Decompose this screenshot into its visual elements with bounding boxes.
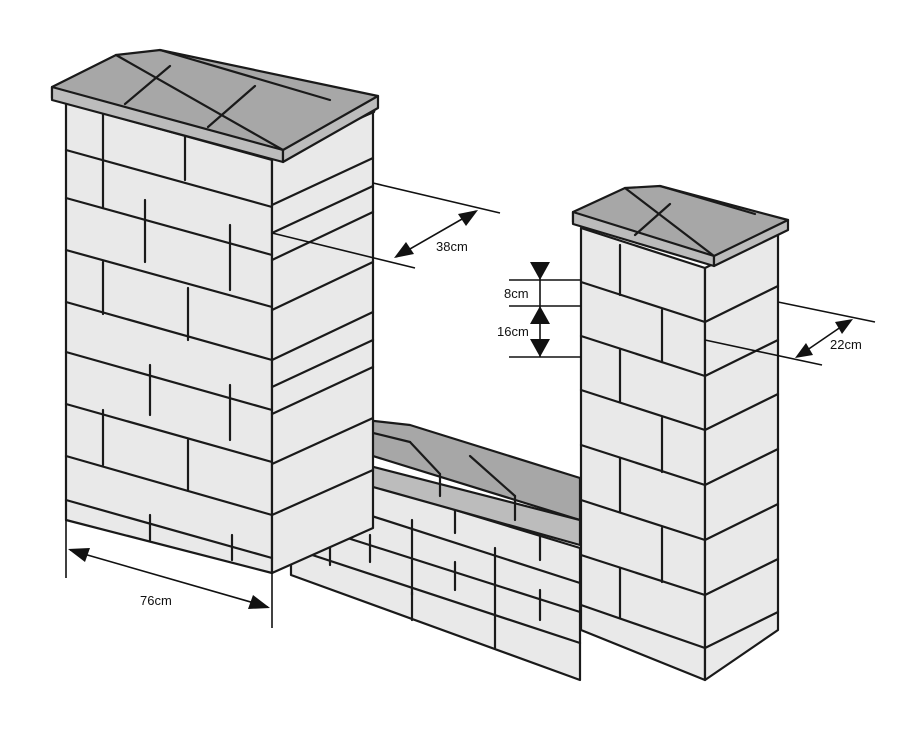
arrowhead — [394, 242, 414, 258]
small-pillar-cap — [571, 184, 790, 268]
large-pillar — [50, 48, 380, 575]
arrowhead — [835, 319, 853, 334]
large-pillar-cap-side — [281, 94, 380, 164]
dimension-width: 76cm — [65, 520, 273, 628]
arrowhead — [530, 262, 550, 280]
dimension-depth-small: 22cm — [704, 301, 876, 366]
large-pillar-side-joints — [270, 156, 375, 517]
dimension-depth-large: 38cm — [271, 182, 501, 269]
arrowhead — [68, 548, 90, 562]
dimension-heights: 8cm 16cm — [497, 262, 581, 358]
arrowhead — [530, 339, 550, 357]
cap-height-label: 8cm — [504, 286, 529, 301]
small-pillar-side-joints — [703, 284, 780, 650]
arrowhead — [530, 306, 550, 324]
small-pillar-front-joints — [579, 243, 707, 650]
arrowhead — [458, 210, 478, 226]
large-pillar-front-face — [64, 101, 274, 575]
large-pillar-front-joints — [64, 108, 274, 562]
small-pillar-side-face — [703, 230, 780, 682]
large-pillar-cap — [50, 48, 380, 164]
width-label: 76cm — [140, 593, 172, 608]
depth-large-label: 38cm — [436, 239, 468, 254]
depth-small-label: 22cm — [830, 337, 862, 352]
arrowhead — [248, 595, 270, 609]
arrowhead — [795, 343, 813, 358]
block-height-label: 16cm — [497, 324, 529, 339]
small-pillar — [571, 184, 790, 682]
small-pillar-cap-side — [712, 218, 790, 268]
